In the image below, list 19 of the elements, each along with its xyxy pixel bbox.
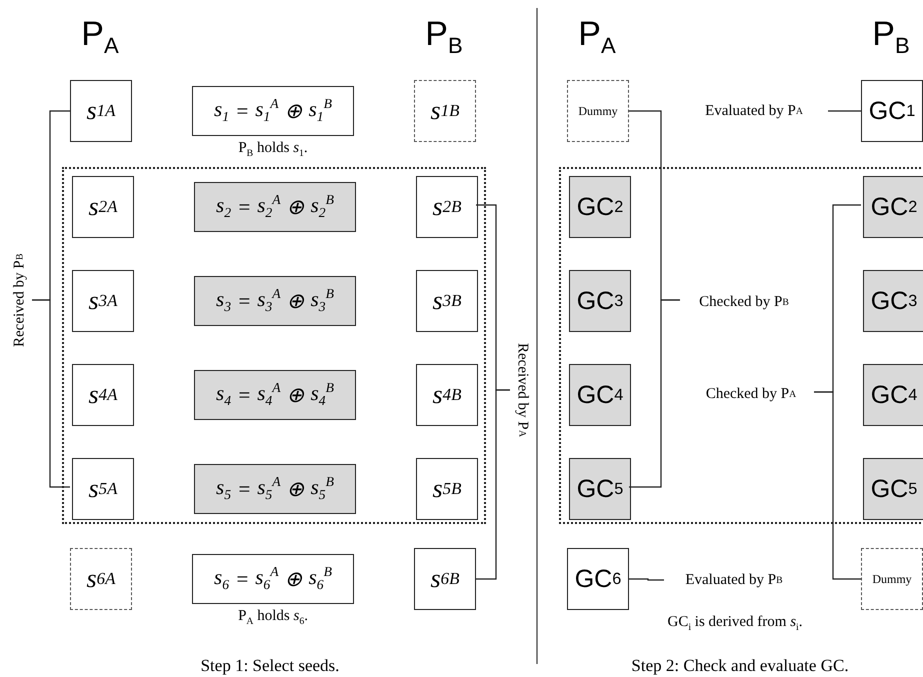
- party-heading: P$_{A}$: [577, 15, 617, 59]
- bracket-line: [32, 299, 70, 488]
- figure-caption: Step 2: Check and evaluate GC.: [630, 656, 850, 676]
- bracket-line: [629, 299, 680, 488]
- node-label: P$_{A}$ holds s$_{6}$.: [237, 608, 309, 627]
- party-heading: P$_{B}$: [424, 15, 464, 59]
- bracket-line: [828, 110, 861, 112]
- dotted-frame: [559, 167, 923, 524]
- party-heading: P$_{B}$: [871, 15, 911, 59]
- dotted-frame: [62, 167, 486, 524]
- figure-caption: Step 1: Select seeds.: [200, 656, 340, 676]
- dummy-box: Dummy: [567, 80, 629, 142]
- note: GC$_{i}$ is derived from s$_{i}$.: [666, 614, 804, 633]
- bracket-line: [814, 391, 861, 580]
- bracket-line: [476, 389, 510, 580]
- dummy-box: Dummy: [861, 548, 923, 610]
- party-heading: P$_{A}$: [80, 15, 120, 59]
- node-label: P$_{B}$ holds s$_{1}$.: [237, 140, 309, 159]
- bracket-line: [629, 578, 664, 581]
